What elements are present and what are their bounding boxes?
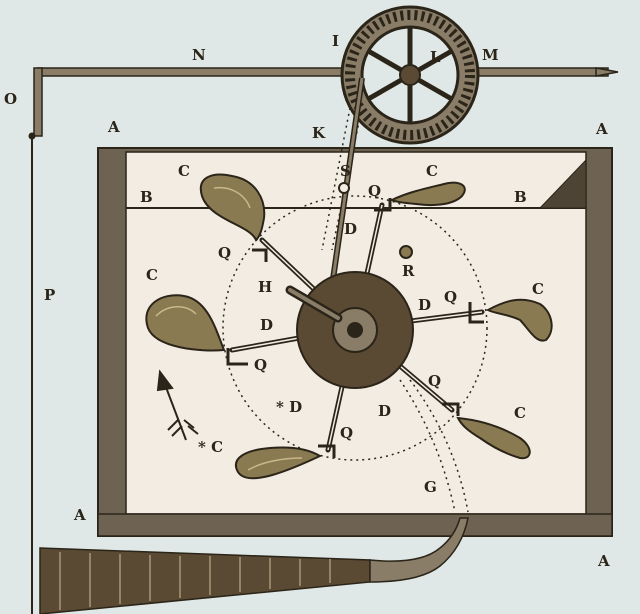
- label-d-2: D: [260, 316, 273, 334]
- label-a-bottom-left: A: [73, 506, 86, 524]
- label-a-bottom-right: A: [597, 552, 610, 570]
- label-d-4: D: [378, 402, 391, 420]
- dotted-guide-g: [399, 379, 456, 513]
- label-a-top-right: A: [595, 120, 608, 138]
- arrow-shaft: [163, 381, 187, 441]
- label-h: H: [258, 278, 272, 296]
- label-k: K: [312, 124, 326, 142]
- valve-brackets: [226, 198, 484, 458]
- label-q-3: Q: [444, 288, 457, 306]
- arrow-feathers: [167, 419, 199, 437]
- tank-bottom-plank: [97, 513, 613, 537]
- tank-corner-wedge: [538, 158, 587, 209]
- label-q-1: Q: [218, 244, 231, 262]
- wheel-rim-teeth: [345, 10, 475, 140]
- label-m: M: [482, 46, 499, 64]
- label-c-5: C: [514, 404, 526, 422]
- label-r: R: [402, 262, 415, 280]
- label-q-4: Q: [428, 372, 441, 390]
- bladder-full-1: [199, 173, 266, 242]
- bladder-highlights: [155, 186, 303, 471]
- rod-pointed-end: [595, 67, 619, 77]
- horizontal-rod-n: [37, 67, 609, 77]
- bladder-empty-1: [389, 181, 466, 206]
- handle-h: [285, 285, 343, 323]
- rod-pivot: [28, 132, 36, 140]
- arrow-head: [156, 369, 174, 392]
- bellows-nozzle: [369, 517, 469, 583]
- label-p: P: [44, 286, 55, 304]
- central-hub: [296, 271, 414, 389]
- label-q-5: Q: [340, 424, 353, 442]
- hub-axle: [347, 322, 363, 338]
- dotted-guide-g-2: [409, 379, 469, 513]
- valve-q-6: [226, 348, 248, 366]
- label-i: I: [332, 32, 339, 50]
- label-c-1: C: [178, 162, 190, 180]
- bladder-empty-3: [456, 416, 531, 460]
- label-d-star: * D: [276, 398, 302, 416]
- label-b-right: B: [514, 188, 527, 206]
- valve-q-5: [318, 444, 336, 458]
- label-n: N: [192, 46, 206, 64]
- label-c-2: C: [426, 162, 438, 180]
- bellows-folds: [59, 552, 331, 610]
- label-d-3: D: [418, 296, 431, 314]
- valve-q-2: [374, 198, 392, 212]
- label-l: L: [430, 48, 441, 66]
- label-q-2: Q: [368, 182, 381, 200]
- valve-q-4: [442, 402, 460, 416]
- label-c-3: C: [146, 266, 158, 284]
- wheel-hub: [399, 64, 421, 86]
- label-c-star: * C: [198, 438, 223, 456]
- bellows-icon: [39, 517, 469, 614]
- label-o: O: [4, 90, 17, 108]
- valve-q-3: [468, 302, 484, 324]
- rod-elbow-o: [33, 67, 43, 137]
- tank: [97, 147, 613, 537]
- label-b-left: B: [140, 188, 153, 206]
- outer-dotted-circle: [222, 195, 488, 461]
- label-a-top-left: A: [107, 118, 120, 136]
- marker-s: [338, 182, 350, 194]
- dotted-guide-k: [321, 107, 351, 251]
- label-s: S: [340, 162, 351, 180]
- label-g: G: [424, 478, 437, 496]
- letter-labels: A A A A B B C C C C C * C D D D D * D Q …: [4, 32, 610, 570]
- markers: [338, 182, 413, 259]
- spoked-gear-wheel-icon: [340, 5, 480, 145]
- label-q-6: Q: [254, 356, 267, 374]
- label-d-1: D: [344, 220, 357, 238]
- label-c-4: C: [532, 280, 544, 298]
- frame-rod: [28, 67, 619, 614]
- rotation-arrow-icon: [156, 369, 199, 441]
- marker-r: [399, 245, 413, 259]
- valve-q-1: [252, 248, 268, 262]
- bladder-full-3: [235, 446, 323, 480]
- bladder-empty-2: [485, 298, 553, 342]
